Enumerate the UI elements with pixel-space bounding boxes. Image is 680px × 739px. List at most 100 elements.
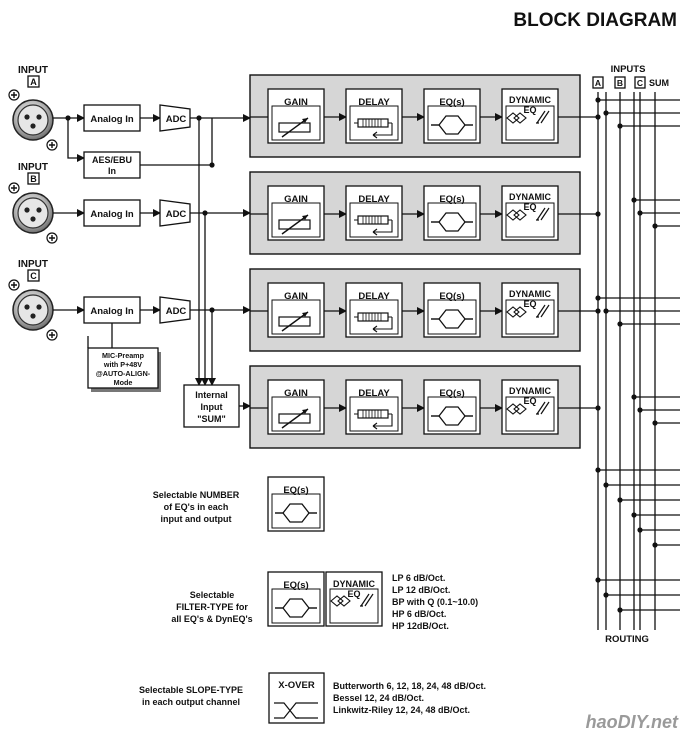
analog-in-block (83, 296, 141, 324)
filter-type-item: BP with Q (0.1~10.0) (392, 597, 478, 607)
dynamic-eq-label: DYNAMIC (509, 386, 551, 396)
input-letter-a: A (30, 77, 37, 87)
xover-box (268, 672, 325, 724)
dynamic-eq-label: DYNAMIC (509, 95, 551, 105)
dynamic-eq-label: EQ (523, 396, 536, 406)
bus-sum-label: SUM (649, 78, 669, 88)
bus-letter-box-c (634, 76, 646, 89)
dynamic-eq-label: EQ (523, 105, 536, 115)
input-label-a: INPUT (18, 65, 48, 76)
xlr-connector-icon (12, 289, 54, 331)
plus-terminal-icon (46, 139, 58, 151)
filter-type-item: LP 6 dB/Oct. (392, 573, 445, 583)
junction-dot (637, 527, 643, 533)
aes-ebu-label: AES/EBU (92, 155, 132, 165)
junction-dot (617, 497, 623, 503)
inputs-bus-title: INPUTS (611, 64, 646, 75)
junction-dot (603, 110, 609, 116)
bus-letter-b: B (617, 78, 623, 88)
legend-slope-text: in each output channel (142, 697, 240, 707)
legend-filter-text: all EQ's & DynEQ's (171, 614, 252, 624)
junction-dot (209, 162, 215, 168)
legend-number-text: input and output (161, 514, 232, 524)
mic-preamp-label: Mode (114, 378, 133, 387)
eq-label: EQ(s) (439, 291, 464, 302)
junction-dot (652, 420, 658, 426)
adc-label: ADC (166, 114, 187, 125)
junction-dot (595, 114, 601, 120)
input-letter-box-b (27, 172, 40, 185)
dynamic-eq-label: DYNAMIC (509, 192, 551, 202)
bus-letter-box-a (592, 76, 604, 89)
gain-label: GAIN (284, 97, 308, 108)
filter-type-item: HP 6 dB/Oct. (392, 609, 446, 619)
internal-sum-label: "SUM" (197, 414, 226, 424)
dynamic-eq-label: EQ (523, 299, 536, 309)
junction-dot (652, 223, 658, 229)
legend-eq-label: EQ(s) (283, 485, 308, 496)
aes-ebu-block (83, 151, 141, 179)
junction-dot (603, 482, 609, 488)
legend-slope-text: Selectable SLOPE-TYPE (139, 685, 243, 695)
junction-dot (595, 577, 601, 583)
internal-sum-label: Internal (195, 390, 228, 400)
junction-dot (631, 512, 637, 518)
aes-ebu-label: In (108, 166, 116, 176)
input-letter-c: C (30, 271, 37, 281)
junction-dot (595, 211, 601, 217)
junction-dot (637, 210, 643, 216)
plus-terminal-icon (8, 279, 20, 291)
junction-dot (617, 321, 623, 327)
delay-label: DELAY (358, 97, 390, 108)
mic-preamp-label: with P+48V (103, 360, 142, 369)
eq-label: EQ(s) (439, 388, 464, 399)
routing-label: ROUTING (605, 634, 649, 645)
legend-number-text: Selectable NUMBER (153, 490, 240, 500)
legend-eq-label: EQ(s) (283, 580, 308, 591)
mic-preamp-label: @AUTO-ALIGN- (96, 369, 151, 378)
analog-in-block (83, 199, 141, 227)
slope-type-item: Bessel 12, 24 dB/Oct. (333, 693, 424, 703)
adc-label: ADC (166, 306, 187, 317)
page-title: BLOCK DIAGRAM (513, 10, 677, 31)
analog-in-label: Analog In (90, 306, 133, 317)
plus-terminal-icon (46, 232, 58, 244)
slope-type-item: Butterworth 6, 12, 18, 24, 48 dB/Oct. (333, 681, 486, 691)
analog-in-label: Analog In (90, 209, 133, 220)
xover-label: X-OVER (278, 680, 315, 691)
junction-dot (595, 97, 601, 103)
gain-label: GAIN (284, 388, 308, 399)
junction-dot (617, 123, 623, 129)
slope-type-item: Linkwitz-Riley 12, 24, 48 dB/Oct. (333, 705, 470, 715)
gain-label: GAIN (284, 194, 308, 205)
dynamic-eq-label: DYNAMIC (509, 289, 551, 299)
legend-filter-text: Selectable (190, 590, 235, 600)
junction-dot (595, 467, 601, 473)
legend-dynamic-eq-label: DYNAMIC (333, 579, 375, 589)
mic-preamp-label: MIC-Preamp (102, 351, 145, 360)
input-label-c: INPUT (18, 259, 48, 270)
legend-dynamic-eq-label: EQ (347, 589, 360, 599)
junction-dot (603, 308, 609, 314)
junction-dot (595, 295, 601, 301)
input-label-b: INPUT (18, 162, 48, 173)
adc-block (159, 296, 191, 324)
delay-label: DELAY (358, 194, 390, 205)
watermark-logo: haoDIY.net (586, 712, 679, 732)
eq-label: EQ(s) (439, 97, 464, 108)
gain-label: GAIN (284, 291, 308, 302)
analog-in-block (83, 104, 141, 132)
adc-block (159, 104, 191, 132)
adc-block (159, 199, 191, 227)
junction-dot (652, 542, 658, 548)
bus-letter-a: A (595, 78, 601, 88)
plus-terminal-icon (8, 182, 20, 194)
filter-type-item: HP 12dB/Oct. (392, 621, 449, 631)
junction-dot (595, 405, 601, 411)
input-letter-box-c (27, 269, 40, 282)
legend-filter-text: FILTER-TYPE for (176, 602, 248, 612)
dynamic-eq-label: EQ (523, 202, 536, 212)
junction-dot (595, 308, 601, 314)
delay-label: DELAY (358, 388, 390, 399)
xlr-connector-icon (12, 99, 54, 141)
